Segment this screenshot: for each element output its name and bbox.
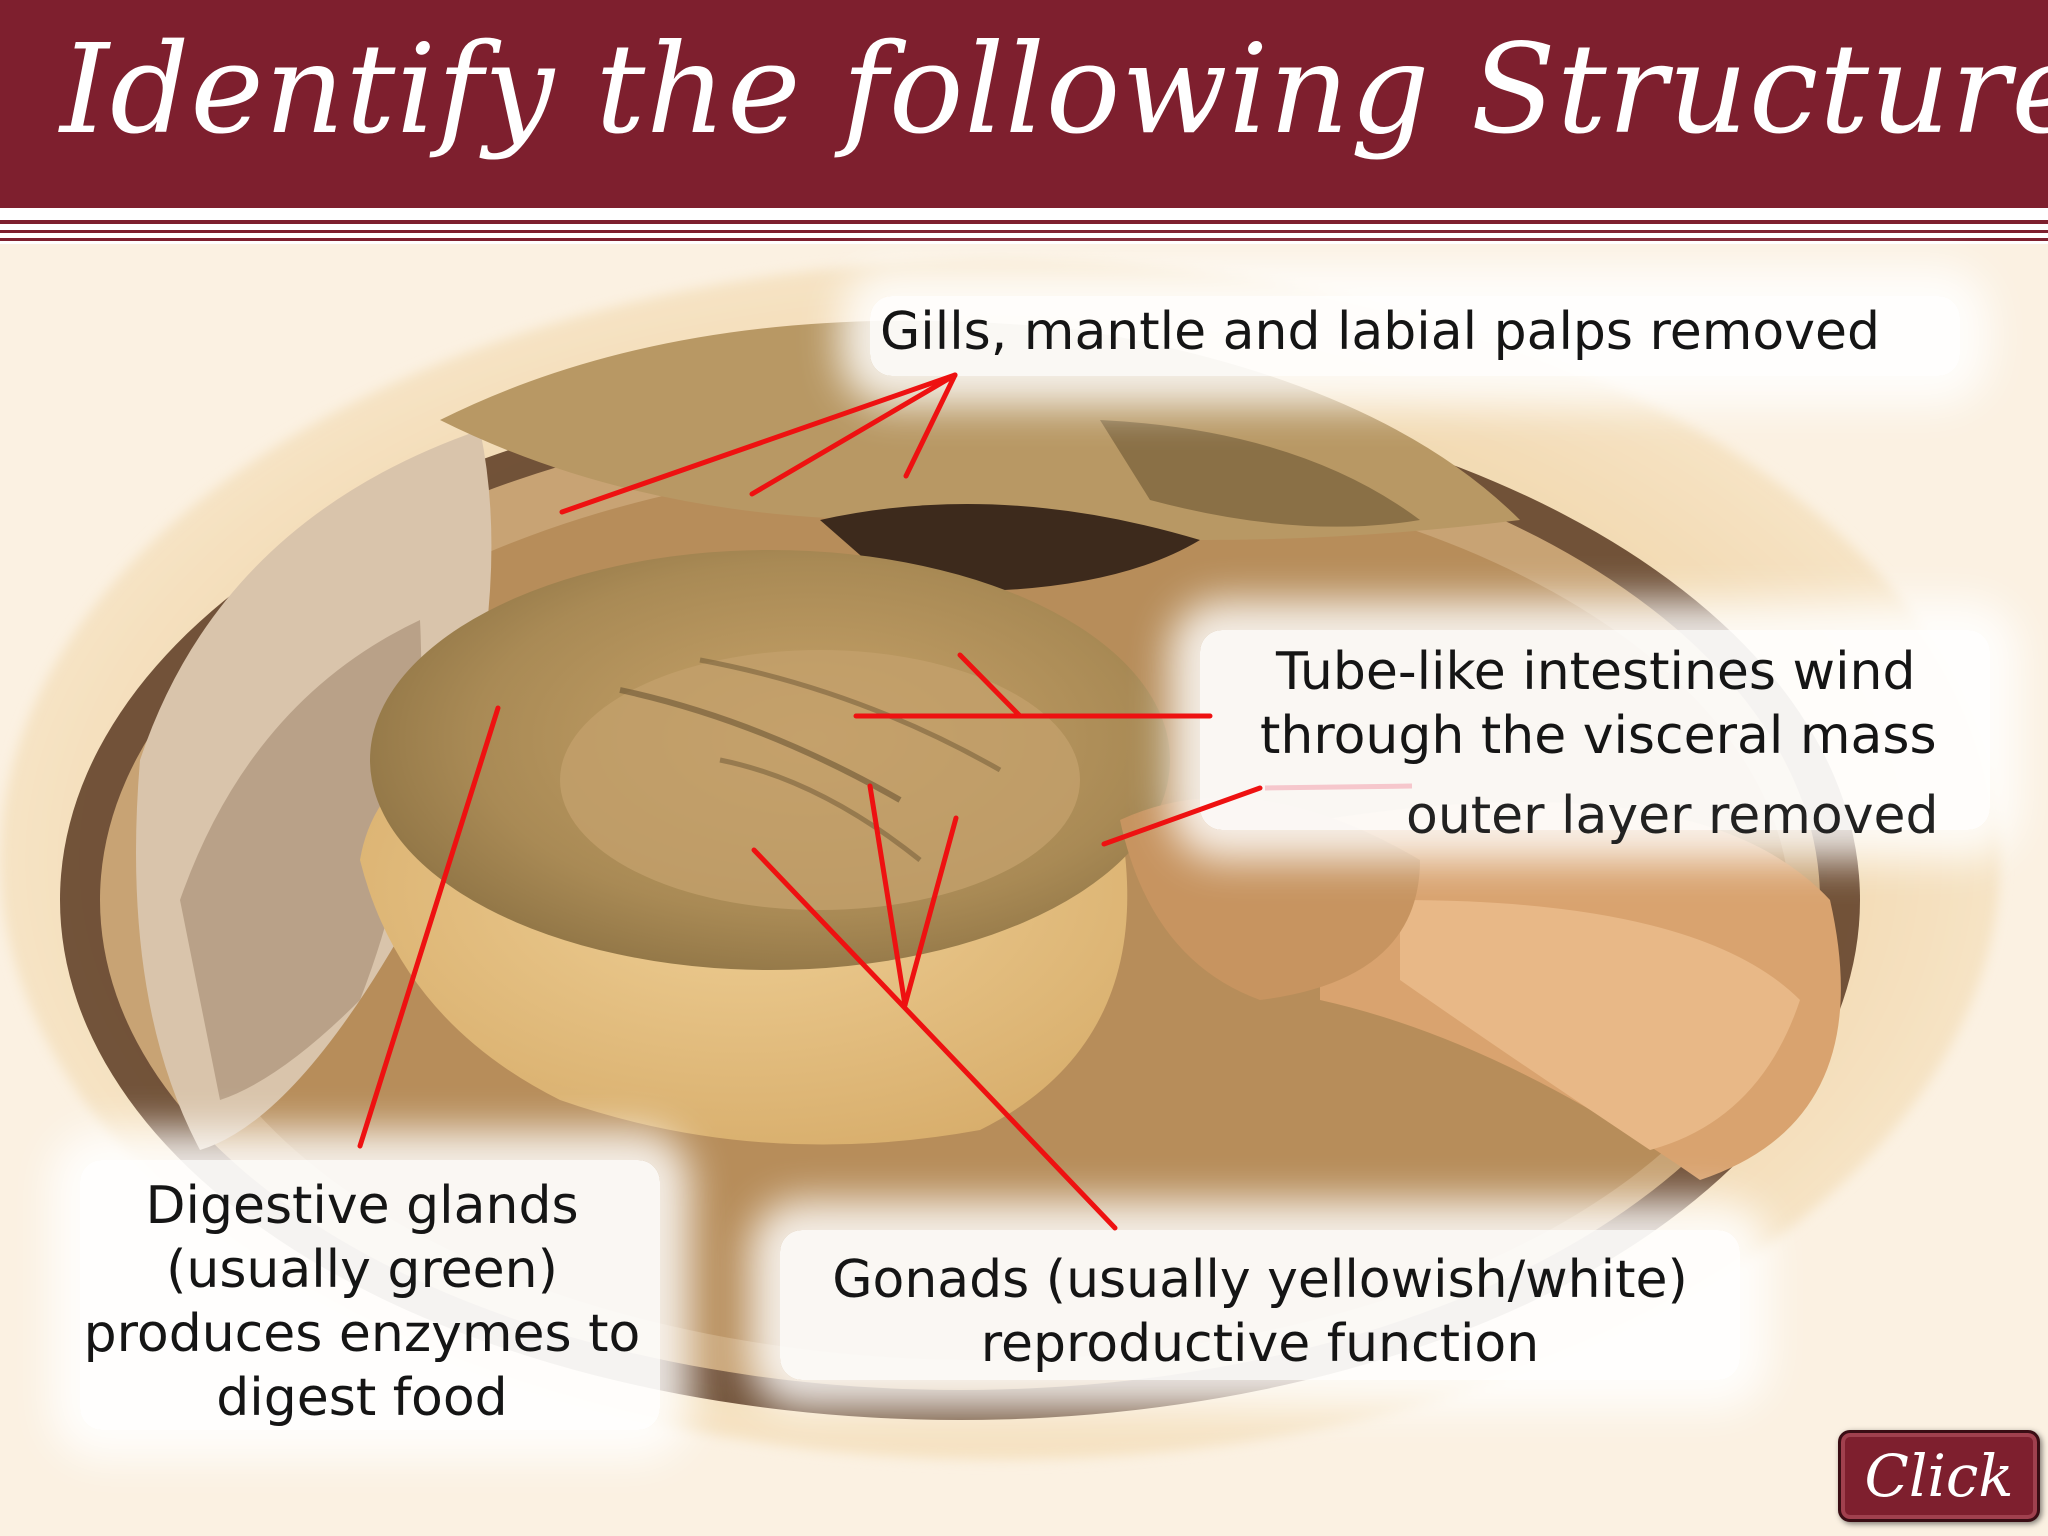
digestive-pointer-line [357, 705, 501, 1149]
gills-label-background [870, 296, 1960, 376]
gonads-label-line-1: Gonads (usually yellowish/white) [832, 1250, 1688, 1310]
outer-layer-pointer-line [1101, 785, 1263, 847]
outer-layer-label: outer layer removed [1406, 786, 1939, 846]
title-banner [0, 0, 2048, 208]
gills-pointer-line [559, 372, 958, 515]
gonads-pointer-line [902, 815, 959, 1008]
gonads-label-background [780, 1230, 1740, 1380]
digestive-glands-label-line-2: (usually green) [166, 1240, 558, 1300]
header-divider-line [0, 220, 2048, 224]
gonads-pointer-line [751, 847, 1118, 1231]
gills-pointer-line [903, 372, 958, 479]
digestive-glands-label-line-3: produces enzymes to [83, 1304, 641, 1364]
intestines-label-line-2: through the visceral mass [1260, 706, 1937, 766]
click-button[interactable]: Click [1838, 1430, 2040, 1522]
outer-layer-pointer-line [1264, 783, 1413, 791]
slide-title: Identify the following Structures [60, 18, 2048, 162]
digestive-label-background [80, 1160, 660, 1430]
gills-mantle-palps-label: Gills, mantle and labial palps removed [880, 302, 1881, 362]
header-divider-line [0, 238, 2048, 241]
header-divider-line [0, 230, 2048, 233]
intestines-label-background [1200, 630, 1990, 830]
gonads-pointer-line [867, 783, 908, 1008]
intestines-pointer-line [957, 652, 1023, 719]
digestive-glands-label-line-1: Digestive glands [145, 1176, 579, 1236]
gonads-label-line-2: reproductive function [980, 1314, 1540, 1374]
gills-pointer-line [749, 372, 958, 497]
intestines-label-line-1: Tube-like intestines wind [1276, 642, 1916, 702]
digestive-glands-label-line-4: digest food [216, 1368, 508, 1428]
